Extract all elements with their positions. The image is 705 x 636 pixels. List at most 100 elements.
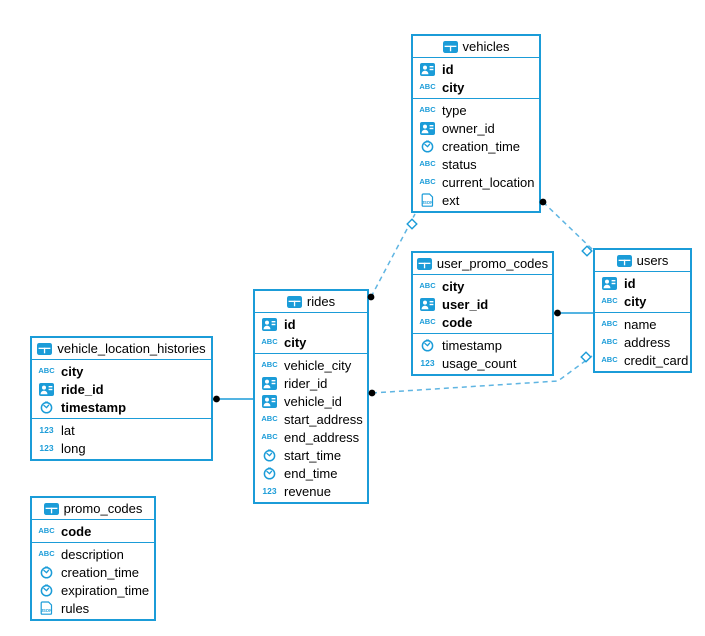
id-icon — [260, 376, 279, 390]
json-icon: JSON — [418, 193, 437, 207]
field-name: status — [442, 156, 477, 172]
field-name: code — [442, 314, 473, 330]
field-row-code[interactable]: ABC code — [32, 522, 154, 540]
field-row-timestamp[interactable]: timestamp — [32, 398, 211, 416]
field-name: creation_time — [442, 138, 521, 154]
id-icon — [260, 317, 279, 331]
json-icon: JSON — [37, 601, 56, 615]
field-name: city — [284, 334, 307, 350]
field-row-id[interactable]: id — [413, 60, 539, 78]
field-name: city — [442, 278, 465, 294]
field-row-owner_id[interactable]: owner_id — [413, 119, 539, 137]
field-name: city — [442, 79, 465, 95]
table-header-rides[interactable]: rides — [255, 291, 367, 313]
field-name: current_location — [442, 174, 535, 190]
text-icon: ABC — [38, 549, 55, 558]
field-name: ext — [442, 192, 460, 208]
field-row-timestamp[interactable]: timestamp — [413, 336, 552, 354]
table-header-promo_codes[interactable]: promo_codes — [32, 498, 154, 520]
field-name: end_address — [284, 429, 360, 445]
relation-vehicles-to-users — [539, 198, 594, 257]
field-name: city — [624, 293, 647, 309]
field-name: code — [61, 523, 92, 539]
table-name: promo_codes — [63, 501, 143, 516]
field-row-id[interactable]: id — [595, 274, 690, 292]
field-row-city[interactable]: ABC city — [413, 277, 552, 295]
table-name: users — [636, 253, 669, 268]
table-header-users[interactable]: users — [595, 250, 690, 272]
field-row-end_time[interactable]: end_time — [255, 464, 367, 482]
field-name: expiration_time — [61, 582, 150, 598]
text-icon: ABC — [419, 159, 436, 168]
text-icon: ABC — [601, 296, 618, 305]
field-row-name[interactable]: ABC name — [595, 315, 690, 333]
field-name: credit_card — [624, 352, 689, 368]
id-icon — [418, 297, 437, 311]
relation-rides-to-vehicles — [367, 213, 418, 301]
field-row-start_time[interactable]: start_time — [255, 446, 367, 464]
text-icon: ABC — [419, 281, 436, 290]
text-icon: ABC — [601, 319, 618, 328]
relation-dot-end — [368, 389, 376, 397]
field-row-ext[interactable]: JSON ext — [413, 191, 539, 209]
table-header-vehicle_location_histories[interactable]: vehicle_location_histories — [32, 338, 211, 360]
field-name: long — [61, 440, 86, 456]
text-icon: ABC — [261, 414, 278, 423]
relation-user_promo_codes-to-users — [554, 309, 593, 317]
field-row-user_id[interactable]: user_id — [413, 295, 552, 313]
table-name: user_promo_codes — [436, 256, 549, 271]
id-icon — [418, 62, 437, 76]
relation-diamond-end — [581, 245, 593, 257]
field-row-city[interactable]: ABC city — [595, 292, 690, 310]
field-row-creation_time[interactable]: creation_time — [32, 563, 154, 581]
table-header-vehicles[interactable]: vehicles — [413, 36, 539, 58]
relation-diamond-end — [406, 218, 418, 230]
field-name: owner_id — [442, 120, 495, 136]
field-row-ride_id[interactable]: ride_id — [32, 380, 211, 398]
field-name: start_address — [284, 411, 363, 427]
field-row-expiration_time[interactable]: expiration_time — [32, 581, 154, 599]
field-row-status[interactable]: ABC status — [413, 155, 539, 173]
text-icon: ABC — [38, 526, 55, 535]
field-name: id — [284, 316, 296, 332]
table-name: vehicle_location_histories — [57, 341, 206, 356]
field-name: user_id — [442, 296, 489, 312]
field-row-creation_time[interactable]: creation_time — [413, 137, 539, 155]
svg-text:JSON: JSON — [422, 200, 433, 205]
field-name: rider_id — [284, 375, 328, 391]
table-header-user_promo_codes[interactable]: user_promo_codes — [413, 253, 552, 275]
field-row-id[interactable]: id — [255, 315, 367, 333]
field-name: name — [624, 316, 657, 332]
field-row-start_address[interactable]: ABC start_address — [255, 410, 367, 428]
field-row-rider_id[interactable]: rider_id — [255, 374, 367, 392]
relation-line — [542, 201, 594, 251]
field-row-vehicle_id[interactable]: vehicle_id — [255, 392, 367, 410]
